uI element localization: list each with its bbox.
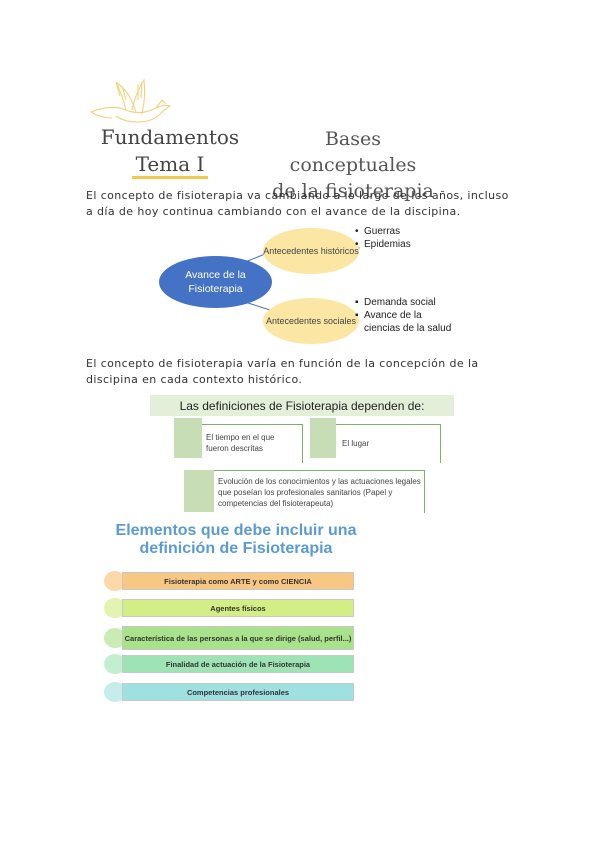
social-items-list: Demanda social Avance de la ciencias de … [355, 296, 455, 335]
elements-heading: Elementos que debe incluir una definició… [115, 522, 357, 557]
element-row: Característica de las personas a la que … [104, 626, 354, 650]
item-frame [214, 470, 425, 513]
green-marker [310, 418, 336, 458]
element-row: Competencias profesionales [104, 682, 354, 702]
tema-title: Tema I [135, 152, 205, 176]
historical-items-list: Guerras Epidemias [355, 225, 411, 251]
advance-physio-node: Avance de la Fisioterapia [159, 256, 272, 308]
list-item: Avance de la ciencias de la salud [355, 309, 455, 335]
title-underline [132, 176, 208, 179]
intro-paragraph: El concepto de fisioterapia va cambiando… [86, 189, 509, 218]
element-row: Agentes físicos [104, 598, 354, 618]
bullet-circle [104, 654, 126, 674]
definitions-title: Las definiciones de Fisioterapia depende… [150, 395, 454, 416]
element-row: Finalidad de actuación de la Fisioterapi… [104, 654, 354, 674]
bullet-circle [104, 598, 126, 618]
item-frame [336, 424, 441, 463]
time-item: El tiempo en el que fueron descritas [206, 433, 275, 453]
bullet-circle [104, 571, 126, 591]
social-background-node: Antecedentes sociales [263, 298, 359, 344]
element-label: Competencias profesionales [122, 683, 354, 701]
header-left-title: Fundamentos Tema I [100, 124, 240, 178]
element-label: Fisioterapia como ARTE y como CIENCIA [122, 572, 354, 590]
green-marker [184, 470, 214, 512]
element-label: Finalidad de actuación de la Fisioterapi… [122, 655, 354, 673]
place-item: El lugar [342, 439, 370, 448]
item-frame [202, 424, 303, 463]
header-right-title: Bases conceptuales de la fisioterapia [262, 126, 444, 204]
dove-logo-icon [90, 78, 172, 123]
bullet-circle [104, 628, 126, 648]
green-marker [174, 418, 202, 458]
element-label: Característica de las personas a la que … [122, 626, 354, 650]
list-item: Guerras [355, 225, 411, 238]
fundamentos-title: Fundamentos [100, 125, 240, 149]
bases-title-line1: Bases conceptuales [289, 128, 417, 176]
element-row: Fisioterapia como ARTE y como CIENCIA [104, 571, 354, 591]
evolution-item: Evolución de los conocimientos y las act… [218, 477, 421, 508]
context-paragraph: El concepto de fisioterapia varía en fun… [86, 357, 479, 386]
element-label: Agentes físicos [122, 599, 354, 617]
list-item: Epidemias [355, 238, 411, 251]
bases-title-line2: de la fisioterapia [272, 180, 434, 202]
historical-background-node: Antecedentes históricos [263, 228, 359, 274]
bullet-circle [104, 682, 126, 702]
list-item: Demanda social [355, 296, 455, 309]
